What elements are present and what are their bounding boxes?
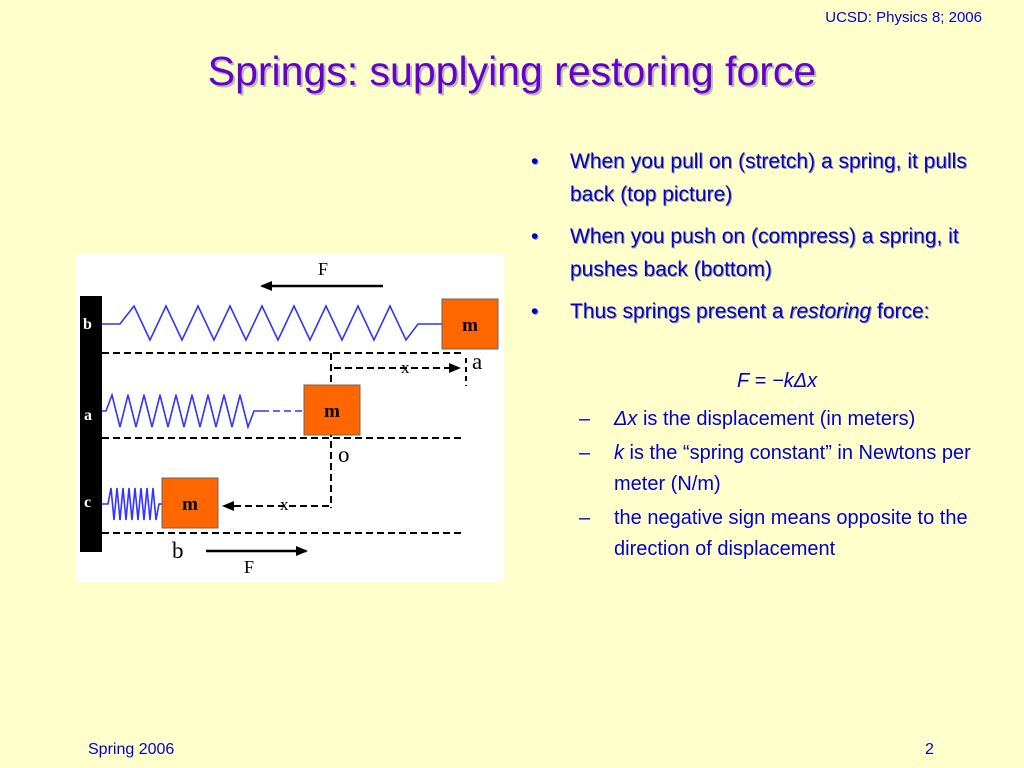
spring-diagram: b a c F m x a m o m x: [76, 254, 504, 582]
bullet-emphasis: restoring: [789, 300, 872, 323]
wall: [80, 296, 102, 552]
sub-bullet-text: the negative sign means opposite to the …: [614, 507, 968, 560]
sub-bullet-item: – the negative sign means opposite to th…: [573, 503, 1013, 565]
force-label-bottom: F: [244, 557, 254, 577]
sub-bullet-marker: –: [579, 507, 591, 529]
bullet-item: • Thus springs present a restoring force…: [525, 295, 1005, 328]
marker-label-o: o: [338, 442, 350, 467]
marker-label-b: b: [172, 538, 184, 563]
bullet-list: • When you pull on (stretch) a spring, i…: [525, 145, 1005, 337]
wall-label-a: a: [84, 407, 92, 424]
slide-title: Springs: supplying restoring force: [207, 48, 817, 94]
footer-date: Spring 2006: [88, 741, 175, 758]
mass-block-bottom: [161, 477, 219, 529]
bullet-text: When you push on (compress) a spring, it…: [570, 225, 959, 281]
bullet-marker: •: [531, 300, 539, 323]
marker-label-a: a: [472, 349, 482, 374]
formula-equals: =: [749, 370, 773, 392]
course-header: UCSD: Physics 8; 2006: [825, 9, 982, 26]
formula-force-symbol: F: [737, 370, 750, 392]
mass-label-top: m: [462, 315, 478, 336]
bullet-text: Thus springs present a: [570, 300, 790, 323]
sub-bullet-marker: –: [579, 442, 591, 464]
bullet-item: • When you push on (compress) a spring, …: [525, 220, 1005, 286]
mass-label-middle: m: [324, 401, 340, 422]
sub-bullet-symbol: Δx: [614, 408, 638, 430]
bullet-item: • When you pull on (stretch) a spring, i…: [525, 145, 1005, 211]
sub-bullet-item: – k is the “spring constant” in Newtons …: [573, 438, 1013, 500]
spring-compressed: [102, 487, 162, 521]
displacement-label-top: x: [401, 358, 410, 377]
wall-label-c: c: [84, 494, 91, 511]
spring-natural: [102, 392, 262, 430]
displacement-label-bottom: x: [280, 495, 289, 514]
bullet-text: When you pull on (stretch) a spring, it …: [570, 150, 967, 206]
formula-rhs: −kΔx: [772, 370, 818, 392]
wall-label-b: b: [83, 316, 92, 333]
bullet-marker: •: [531, 225, 539, 248]
sub-bullet-text: is the “spring constant” in Newtons per …: [614, 442, 971, 495]
bullet-marker: •: [531, 150, 539, 173]
force-label-top: F: [318, 259, 328, 279]
sub-bullet-symbol: k: [614, 442, 624, 464]
mass-block-top: [441, 298, 499, 350]
page-number: 2: [925, 741, 934, 758]
mass-block-middle: [303, 384, 361, 436]
hookes-law-formula: F = −kΔx: [737, 370, 817, 393]
spring-stretched: [102, 304, 442, 342]
sub-bullet-marker: –: [579, 408, 591, 430]
sub-bullet-list: – Δx is the displacement (in meters) – k…: [573, 404, 1013, 568]
spring-diagram-svg: b a c F m x a m o m x: [80, 259, 499, 577]
bullet-text-tail: force:: [871, 300, 930, 323]
sub-bullet-text: is the displacement (in meters): [637, 408, 916, 430]
sub-bullet-item: – Δx is the displacement (in meters): [573, 404, 1013, 435]
mass-label-bottom: m: [182, 494, 198, 515]
